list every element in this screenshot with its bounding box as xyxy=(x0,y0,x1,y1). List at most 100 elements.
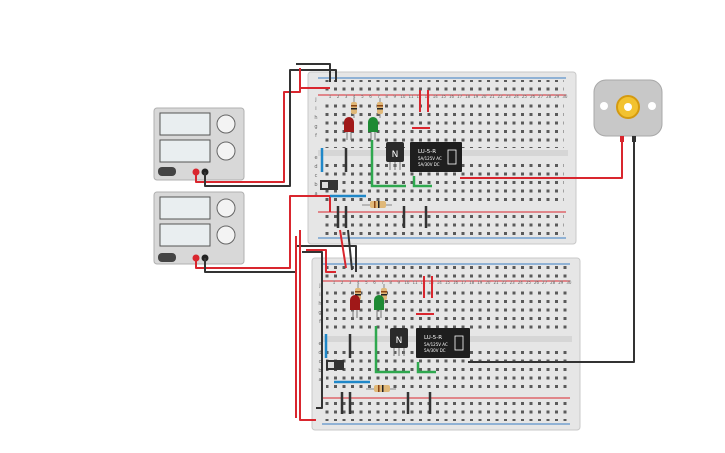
relay-2-model: LU-5-R xyxy=(424,335,442,341)
column-number: 2 xyxy=(341,280,344,285)
column-number: 10 xyxy=(404,280,410,285)
led-green-2[interactable] xyxy=(374,295,384,318)
wire-red xyxy=(195,195,331,269)
row-letter: g xyxy=(318,310,321,316)
column-number: 14 xyxy=(437,280,443,285)
power-supply-1[interactable] xyxy=(153,107,245,181)
column-number: 22 xyxy=(502,280,508,285)
row-letter: b xyxy=(314,182,317,188)
row-letter: i xyxy=(319,292,320,298)
column-number: 21 xyxy=(493,280,499,285)
row-letter: c xyxy=(315,173,318,179)
column-number: 15 xyxy=(445,280,451,285)
row-letter: j xyxy=(318,283,320,289)
led-green-1[interactable] xyxy=(368,117,378,140)
resistor-6[interactable] xyxy=(366,385,396,392)
wire-black xyxy=(296,63,331,82)
column-number: 6 xyxy=(369,94,372,99)
row-letter: f xyxy=(319,319,321,325)
wire-red xyxy=(306,249,336,273)
column-number: 23 xyxy=(506,94,512,99)
column-number: 18 xyxy=(465,94,471,99)
relay-1-model: LU-5-R xyxy=(418,149,436,155)
row-letter: e xyxy=(318,341,321,347)
column-number: 18 xyxy=(469,280,475,285)
relay-1[interactable]: LU-5-R 5A/125V AC 5A/30V DC xyxy=(410,142,462,172)
column-number: 30 xyxy=(566,280,572,285)
row-letter: a xyxy=(318,377,321,383)
wire-black xyxy=(302,251,323,409)
column-number: 30 xyxy=(562,94,568,99)
column-number: 10 xyxy=(400,94,406,99)
column-number: 20 xyxy=(481,94,487,99)
dc-motor[interactable] xyxy=(593,79,663,142)
row-letter: c xyxy=(319,359,322,365)
column-number: 22 xyxy=(498,94,504,99)
resistor-1[interactable] xyxy=(351,98,357,118)
column-number: 14 xyxy=(433,94,439,99)
relay-2-rating-dc: 5A/30V DC xyxy=(424,348,446,353)
wire-black xyxy=(347,229,353,271)
row-letter: f xyxy=(315,133,317,139)
column-number: 25 xyxy=(526,280,532,285)
row-letter: g xyxy=(314,124,317,130)
led-red-1[interactable] xyxy=(344,117,354,140)
led-red-2[interactable] xyxy=(350,295,360,318)
column-number: 24 xyxy=(514,94,520,99)
column-number: 26 xyxy=(534,280,540,285)
transistor-2[interactable]: N xyxy=(390,328,408,356)
column-number: 29 xyxy=(558,280,564,285)
slide-switch-1[interactable] xyxy=(320,180,338,190)
column-number: 5 xyxy=(361,94,364,99)
column-number: 15 xyxy=(441,94,447,99)
slide-switch-2[interactable] xyxy=(326,360,344,370)
column-number: 8 xyxy=(389,280,392,285)
row-letter: b xyxy=(318,368,321,374)
column-number: 3 xyxy=(349,280,352,285)
column-number: 21 xyxy=(489,94,495,99)
wire-black xyxy=(204,69,337,187)
column-number: 7 xyxy=(381,280,384,285)
column-number: 16 xyxy=(449,94,455,99)
transistor-2-label: N xyxy=(396,336,403,346)
column-number: 17 xyxy=(457,94,463,99)
wire-red xyxy=(339,229,347,269)
relay-2[interactable]: LU-5-R 5A/125V AC 5A/30V DC xyxy=(416,328,470,358)
column-number: 7 xyxy=(377,94,380,99)
transistor-1[interactable]: N xyxy=(386,142,404,170)
column-number: 25 xyxy=(522,94,528,99)
row-letter: e xyxy=(314,155,317,161)
column-number: 19 xyxy=(477,280,483,285)
column-number: 27 xyxy=(542,280,548,285)
column-number: 23 xyxy=(510,280,516,285)
column-number: 28 xyxy=(546,94,552,99)
column-number: 11 xyxy=(412,280,418,285)
column-number: 4 xyxy=(353,94,356,99)
column-number: 5 xyxy=(365,280,368,285)
column-number: 28 xyxy=(550,280,556,285)
row-letter: i xyxy=(315,106,316,112)
wires xyxy=(195,63,635,421)
row-letter: h xyxy=(314,115,317,121)
column-number: 17 xyxy=(461,280,467,285)
column-number: 9 xyxy=(394,94,397,99)
wire-red xyxy=(460,142,623,179)
column-number: 27 xyxy=(538,94,544,99)
column-number: 2 xyxy=(337,94,340,99)
column-number: 1 xyxy=(329,94,332,99)
column-number: 26 xyxy=(530,94,536,99)
column-number: 4 xyxy=(357,280,360,285)
row-letter: d xyxy=(318,350,321,356)
row-letter: j xyxy=(314,97,316,103)
column-number: 11 xyxy=(408,94,414,99)
resistor-2[interactable] xyxy=(377,98,383,118)
row-letter: a xyxy=(314,191,317,197)
row-letter: d xyxy=(314,164,317,170)
resistor-3[interactable] xyxy=(362,201,392,208)
column-number: 9 xyxy=(398,280,401,285)
power-supply-2[interactable] xyxy=(153,191,245,265)
board-2-components: N LU-5-R 5A/125V AC 5A/30V DC xyxy=(324,276,470,414)
column-number: 3 xyxy=(345,94,348,99)
column-number: 6 xyxy=(373,280,376,285)
